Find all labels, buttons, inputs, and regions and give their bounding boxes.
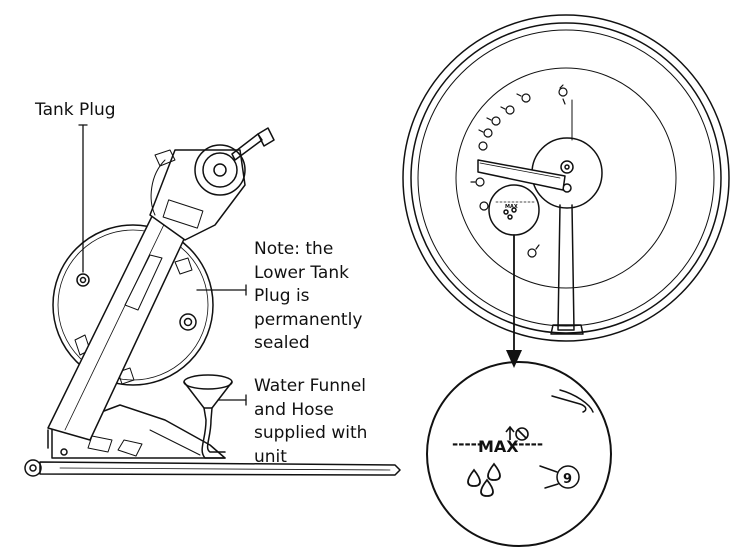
dashes-left: -----: [452, 435, 483, 453]
water-funnel-note: Water Funnel and Hose supplied with unit: [254, 376, 368, 467]
tank-stand: [557, 204, 575, 331]
tank-outer-ring: [402, 14, 730, 342]
lower-tank-plug-note: Note: the Lower Tank Plug is permanently…: [254, 239, 363, 353]
level-markers: [470, 84, 568, 258]
rotor-arm: [477, 159, 566, 191]
water-tank: [52, 224, 214, 386]
tank-front-view: [402, 14, 730, 368]
knob-number: 9: [563, 472, 572, 487]
handle-housing: [149, 149, 246, 241]
seat-track: [124, 254, 163, 311]
water-drops-icon: [467, 462, 501, 497]
small-max-label: MAX: [505, 204, 518, 210]
max-level-detail: [426, 361, 612, 547]
max-label: MAX: [478, 437, 519, 456]
tank-plug-label: Tank Plug: [35, 100, 116, 120]
detail-source-circle: [488, 184, 540, 236]
lower-tank-plug: [179, 313, 197, 331]
rower-side-view: [24, 127, 401, 477]
tank-plug: [76, 273, 90, 287]
monorail-beam: [47, 199, 201, 441]
arrow-up-icon: [505, 425, 529, 441]
callout-leaders: [78, 124, 247, 406]
water-funnel-with-hose: [183, 374, 233, 459]
front-wheel: [24, 459, 42, 477]
